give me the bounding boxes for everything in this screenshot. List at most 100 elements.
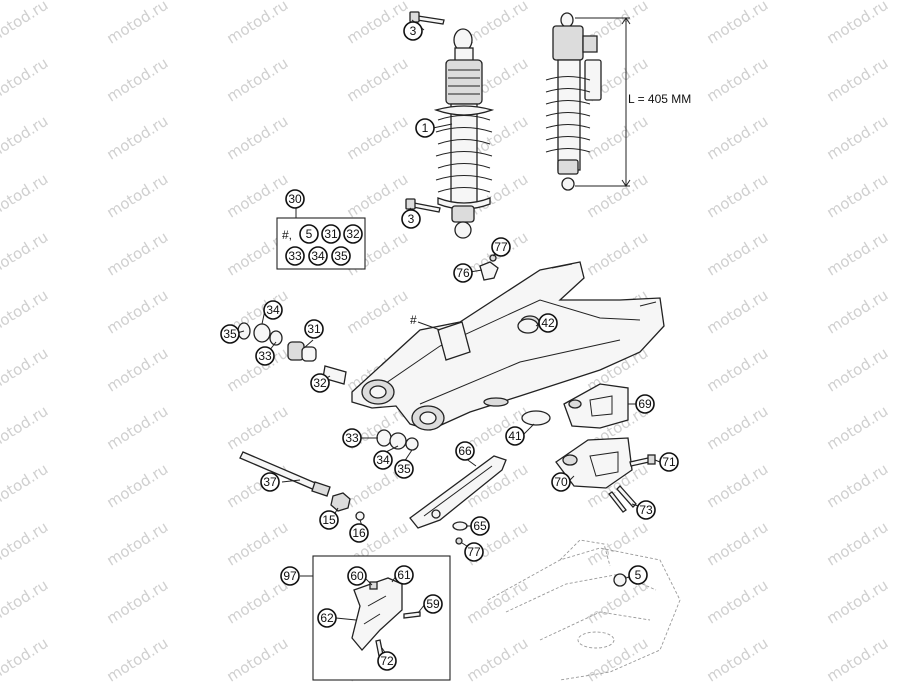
watermark-text: motod.ru xyxy=(703,344,771,396)
kit-item-34-label: 34 xyxy=(311,249,325,263)
callout-33a: 33 xyxy=(255,346,275,366)
kit-hash-marker: #, xyxy=(282,228,292,242)
callout-33b-label: 33 xyxy=(345,431,359,445)
dimension-length-label: L = 405 MM xyxy=(628,92,691,106)
watermark-text: motod.ru xyxy=(0,518,51,570)
screw-77-lower xyxy=(455,537,463,545)
kit-item-35-label: 35 xyxy=(334,249,348,263)
callout-77b: 77 xyxy=(464,542,484,562)
watermark-text: motod.ru xyxy=(0,634,51,686)
watermark-text: motod.ru xyxy=(823,460,891,512)
callout-1-label: 1 xyxy=(422,121,429,135)
watermark-text: motod.ru xyxy=(463,0,531,48)
watermark-text: motod.ru xyxy=(703,170,771,222)
washer-65 xyxy=(452,521,468,531)
callout-77a-label: 77 xyxy=(494,240,508,254)
watermark-text: motod.ru xyxy=(103,344,171,396)
watermark-text: motod.ru xyxy=(103,518,171,570)
callout-59-label: 59 xyxy=(426,597,440,611)
callout-41: 41 xyxy=(505,426,525,446)
callout-60-label: 60 xyxy=(350,569,364,583)
callout-65-label: 65 xyxy=(473,519,487,533)
callout-16-label: 16 xyxy=(352,526,366,540)
watermark-text: motod.ru xyxy=(703,460,771,512)
swingarm xyxy=(351,261,665,431)
shock-absorber xyxy=(433,28,495,239)
kit-item-35: 35 xyxy=(331,246,351,266)
callout-73-label: 73 xyxy=(639,503,653,517)
swingarm-reference-view xyxy=(487,539,681,681)
watermark-text: motod.ru xyxy=(103,402,171,454)
callout-35a-label: 35 xyxy=(223,327,237,341)
chain-slider xyxy=(409,455,507,529)
callout-60: 60 xyxy=(347,566,367,586)
watermark-text: motod.ru xyxy=(0,0,51,48)
callout-30-label: 30 xyxy=(288,192,302,206)
watermark-text: motod.ru xyxy=(823,54,891,106)
callout-5: 5 xyxy=(628,565,648,585)
callout-3a: 3 xyxy=(403,21,423,41)
callout-32-label: 32 xyxy=(313,376,327,390)
callout-61-label: 61 xyxy=(397,568,411,582)
watermark-text: motod.ru xyxy=(343,286,411,338)
watermark-text: motod.ru xyxy=(463,634,531,686)
callout-33b: 33 xyxy=(342,428,362,448)
callout-72-label: 72 xyxy=(380,654,394,668)
watermark-text: motod.ru xyxy=(703,576,771,628)
callout-35a: 35 xyxy=(220,324,240,344)
callout-62-label: 62 xyxy=(320,611,334,625)
watermark-text: motod.ru xyxy=(583,170,651,222)
callout-97: 97 xyxy=(280,566,300,586)
callout-77b-label: 77 xyxy=(467,545,481,559)
watermark-text: motod.ru xyxy=(223,112,291,164)
bearing-stack-lower xyxy=(376,429,419,451)
kit-item-32-label: 32 xyxy=(346,227,360,241)
bearing-stack-left xyxy=(237,322,347,385)
screw-73 xyxy=(608,485,637,513)
callout-62: 62 xyxy=(317,608,337,628)
kit-item-5-label: 5 xyxy=(306,227,313,241)
watermark-text: motod.ru xyxy=(343,0,411,48)
callout-5-label: 5 xyxy=(635,568,642,582)
watermark-text: motod.ru xyxy=(223,576,291,628)
watermark-text: motod.ru xyxy=(343,112,411,164)
watermark-text: motod.ru xyxy=(823,170,891,222)
callout-34b-label: 34 xyxy=(376,453,390,467)
watermark-text: motod.ru xyxy=(103,576,171,628)
chain-guide-upper xyxy=(563,383,629,429)
chain-guide-lower xyxy=(555,437,633,489)
watermark-text: motod.ru xyxy=(223,634,291,686)
watermark-text: motod.ru xyxy=(703,518,771,570)
callout-layer: 3133077763435333132426941333435667170733… xyxy=(220,21,679,671)
callout-3b-label: 3 xyxy=(408,212,415,226)
watermark-text: motod.ru xyxy=(343,170,411,222)
callout-69: 69 xyxy=(635,394,655,414)
watermark-text: motod.ru xyxy=(823,228,891,280)
callout-42-label: 42 xyxy=(541,316,555,330)
watermark-text: motod.ru xyxy=(0,286,51,338)
callout-15: 15 xyxy=(319,510,339,530)
callout-66-label: 66 xyxy=(458,444,472,458)
watermark-text: motod.ru xyxy=(703,228,771,280)
shock-reference-view xyxy=(545,12,631,191)
watermark-text: motod.ru xyxy=(823,518,891,570)
watermark-text: motod.ru xyxy=(0,170,51,222)
kit-item-33-label: 33 xyxy=(288,249,302,263)
watermark-text: motod.ru xyxy=(823,576,891,628)
callout-37: 37 xyxy=(260,472,280,492)
watermark-text: motod.ru xyxy=(0,228,51,280)
watermark-text: motod.ru xyxy=(583,518,651,570)
screw-77-upper xyxy=(489,254,497,262)
watermark-text: motod.ru xyxy=(703,0,771,48)
callout-41-label: 41 xyxy=(508,429,522,443)
watermark-text: motod.ru xyxy=(103,54,171,106)
callout-70: 70 xyxy=(551,472,571,492)
callout-97-label: 97 xyxy=(283,569,297,583)
callout-31: 31 xyxy=(304,319,324,339)
watermark-text: motod.ru xyxy=(823,0,891,48)
kit-item-34: 34 xyxy=(308,246,328,266)
callout-15-label: 15 xyxy=(322,513,336,527)
watermark-text: motod.ru xyxy=(703,112,771,164)
callout-77a: 77 xyxy=(491,237,511,257)
